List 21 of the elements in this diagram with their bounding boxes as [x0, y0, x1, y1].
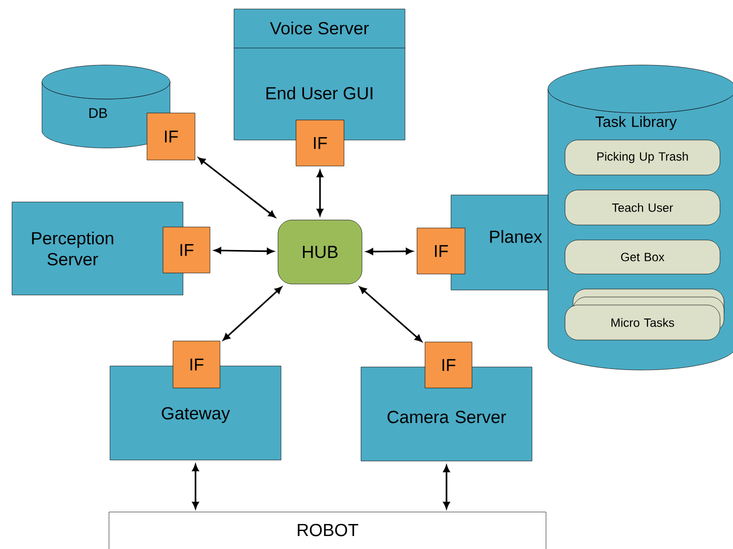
- interface-box: IF: [424, 342, 472, 388]
- interface-box: IF: [416, 228, 466, 274]
- arrow: [359, 286, 422, 342]
- arrow: [192, 464, 199, 509]
- task-stack: Micro Tasks: [564, 288, 724, 340]
- robot-box: ROBOT: [108, 512, 546, 549]
- arrow: [214, 247, 274, 254]
- arrow: [316, 170, 324, 216]
- hub-box: HUB: [278, 220, 362, 284]
- interface-box: IF: [296, 120, 344, 166]
- planner-box: Planex: [450, 194, 548, 290]
- task-pill: Teach User: [564, 190, 720, 226]
- arrow: [198, 157, 276, 218]
- task-pill: Get Box: [564, 240, 720, 274]
- interface-box: IF: [172, 340, 220, 388]
- task-pill: Picking Up Trash: [564, 140, 720, 176]
- arrow: [222, 286, 282, 340]
- interface-box: IF: [162, 226, 210, 274]
- arrow: [366, 248, 413, 255]
- arrow: [443, 465, 450, 509]
- interface-box: IF: [146, 112, 196, 160]
